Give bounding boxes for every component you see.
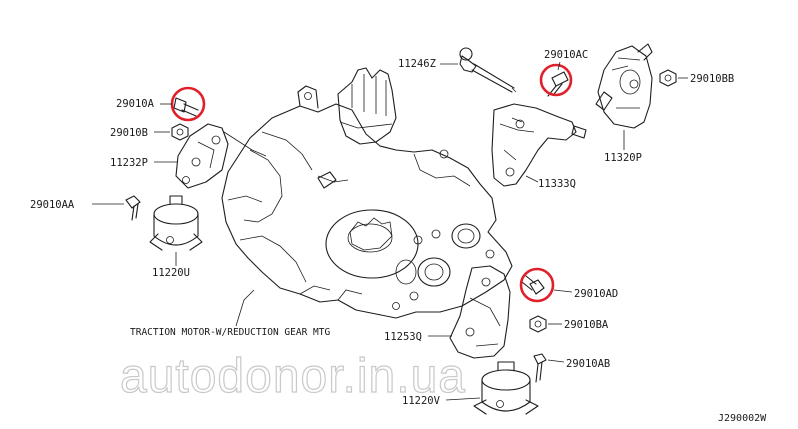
label-29010ab: 29010AB <box>566 358 610 370</box>
leader-caption <box>235 289 255 327</box>
label-11232p: 11232P <box>110 157 148 169</box>
nut-29010b <box>171 123 189 141</box>
figure-reference: J290002W <box>718 413 767 424</box>
bolt-29010a[interactable] <box>170 86 206 122</box>
nut-29010bb <box>659 69 677 87</box>
label-11246z: 11246Z <box>398 58 436 70</box>
label-29010bb: 29010BB <box>690 73 734 85</box>
label-11333q: 11333Q <box>538 178 576 190</box>
label-29010ba: 29010BA <box>564 319 609 331</box>
label-11253q: 11253Q <box>384 331 422 343</box>
leader-11333q <box>525 175 539 183</box>
traction-motor-housing <box>221 67 513 319</box>
leader-29010ad <box>553 289 573 293</box>
bolt-29010ab <box>533 353 547 383</box>
bolt-29010ad[interactable] <box>519 267 555 303</box>
label-29010ad: 29010AD <box>574 288 618 300</box>
bracket-11232p <box>175 123 267 189</box>
label-11220v: 11220V <box>402 395 441 407</box>
label-29010aa: 29010AA <box>30 199 75 211</box>
highlight-circle-icon <box>519 267 555 303</box>
caption-traction-motor: TRACTION MOTOR-W/REDUCTION GEAR MTG <box>130 327 330 338</box>
leader-11220v <box>445 397 481 401</box>
watermark-text: autodonor.in.ua <box>120 350 466 403</box>
label-29010b: 29010B <box>110 127 148 139</box>
highlight-circle-icon <box>539 63 573 97</box>
bracket-11333q <box>491 103 587 187</box>
bolt-29010aa <box>125 195 141 221</box>
leader-29010ab <box>547 359 565 363</box>
bracket-11253q <box>449 265 511 359</box>
label-29010ac: 29010AC <box>544 49 588 61</box>
mount-11220v <box>473 361 539 415</box>
bolt-11246z <box>459 47 517 93</box>
bolt-29010ac[interactable] <box>539 63 573 97</box>
label-11320p: 11320P <box>604 152 642 164</box>
mount-11320p <box>595 43 653 129</box>
label-11220u: 11220U <box>152 267 190 279</box>
highlight-circle-icon <box>170 86 206 122</box>
label-29010a: 29010A <box>116 98 155 110</box>
leader-29010ac <box>557 61 561 71</box>
mount-11220u <box>149 195 203 251</box>
nut-29010ba <box>529 315 547 333</box>
